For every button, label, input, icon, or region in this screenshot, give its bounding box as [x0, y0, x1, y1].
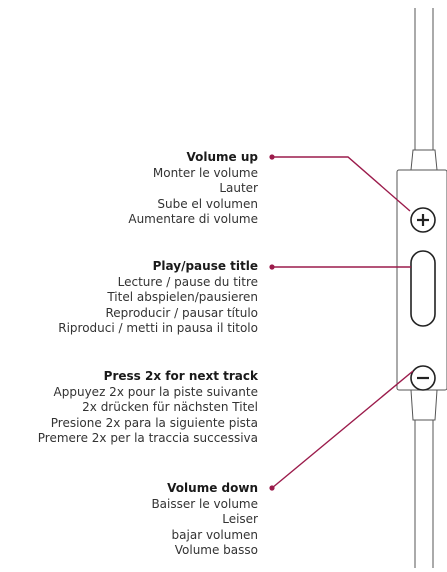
- label-title: Volume up: [186, 150, 258, 164]
- label-line: Presione 2x para la siguiente pista: [50, 415, 258, 430]
- label-line: Premere 2x per la traccia successiva: [37, 431, 258, 446]
- bottom-connector: [410, 389, 438, 421]
- plus-icon: [417, 214, 429, 226]
- callout-dot-volume-up: [269, 154, 275, 160]
- label-line: 2x drücken für nächsten Titel: [82, 400, 258, 415]
- label-title: Volume down: [167, 481, 258, 495]
- callout-volume-up: [272, 156, 411, 212]
- label-line: bajar volumen: [171, 527, 258, 542]
- label-line: Lauter: [219, 181, 258, 196]
- label-line: Appuyez 2x pour la piste suivante: [53, 384, 258, 399]
- label-play-pause: Play/pause title Lecture / pause du titr…: [58, 259, 258, 337]
- label-line: Monter le volume: [152, 165, 258, 180]
- label-line: Riproduci / metti in pausa il titolo: [58, 321, 258, 336]
- label-line: Lecture / pause du titre: [117, 274, 258, 289]
- callout-dot-volume-down: [269, 485, 275, 491]
- play-pause-button[interactable]: [410, 250, 436, 327]
- label-volume-down: Volume down Baisser le volume Leiser baj…: [151, 481, 258, 559]
- label-line: Volume basso: [174, 543, 258, 558]
- callout-volume-down: [271, 370, 414, 489]
- label-volume-up: Volume up Monter le volume Lauter Sube e…: [128, 150, 258, 228]
- label-line: Leiser: [222, 512, 258, 527]
- volume-up-button[interactable]: [410, 207, 436, 233]
- volume-down-button[interactable]: [410, 365, 436, 391]
- label-line: Baisser le volume: [151, 496, 258, 511]
- label-line: Aumentare di volume: [128, 212, 258, 227]
- label-next-track: Press 2x for next track Appuyez 2x pour …: [38, 369, 258, 447]
- label-line: Titel abspielen/pausieren: [107, 290, 258, 305]
- callout-dot-play-pause: [269, 264, 275, 270]
- label-line: Reproducir / pausar título: [105, 305, 258, 320]
- label-title: Press 2x for next track: [103, 369, 258, 383]
- label-line: Sube el volumen: [157, 196, 258, 211]
- label-title: Play/pause title: [152, 259, 258, 273]
- top-connector: [410, 149, 438, 171]
